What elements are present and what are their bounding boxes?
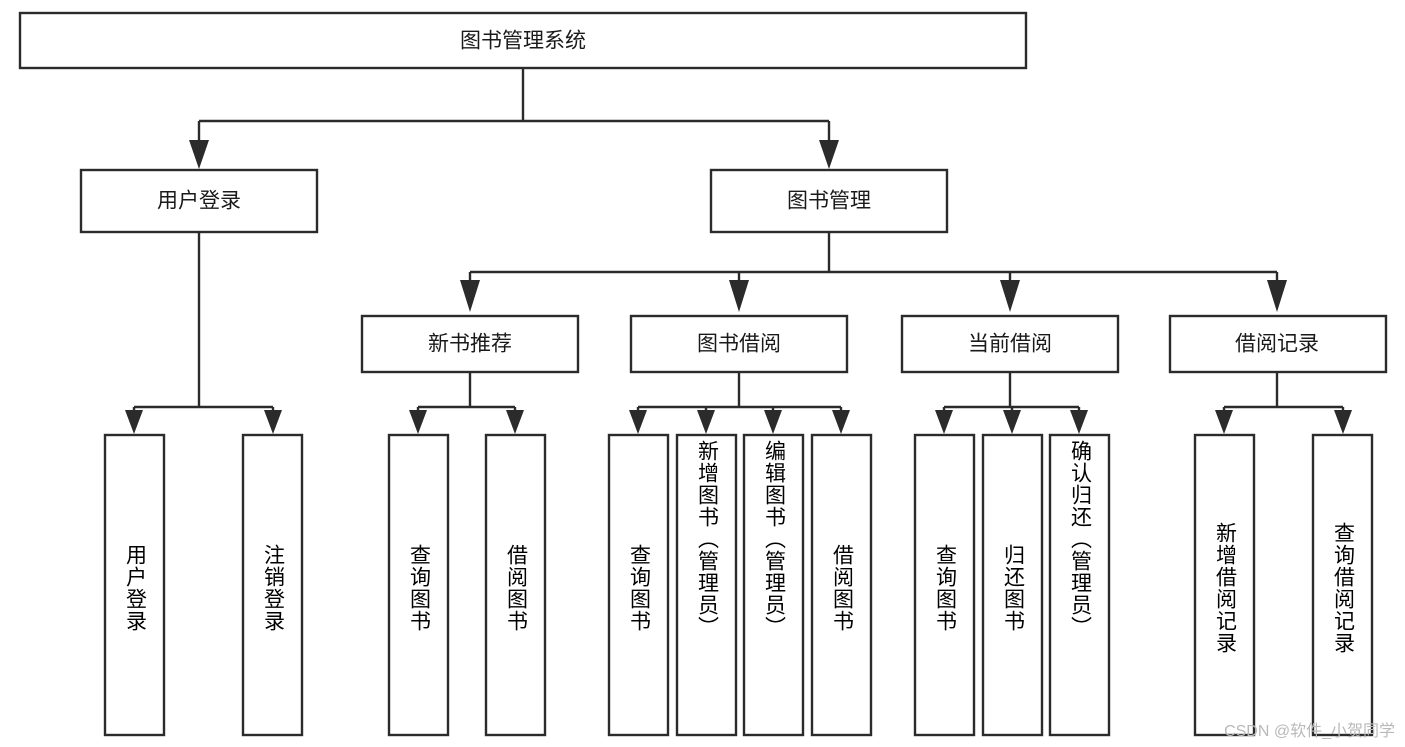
- node-user-login-box[interactable]: [79, 168, 319, 234]
- leaf-add-borrow-record-box[interactable]: [1193, 433, 1256, 737]
- leaf-node-borrow-book-a[interactable]: [484, 433, 547, 737]
- arrowhead-book-borrow: [729, 280, 749, 312]
- leaf-node-query-book-a[interactable]: [387, 433, 450, 737]
- leaf-query-book-b-label: 查询图书: [627, 543, 651, 632]
- leaf-add-book-label: 新增图书（管理员）: [695, 440, 719, 638]
- node-current-borrow-box[interactable]: [900, 314, 1120, 374]
- leaf-logout-label: 注销登录: [261, 543, 285, 632]
- node-book-manage[interactable]: 图书管理: [709, 168, 949, 234]
- arrowhead-bookborrow-leaf4: [832, 410, 850, 434]
- node-book-borrow-box[interactable]: [629, 314, 849, 374]
- node-new-book-recommend-box[interactable]: [360, 314, 580, 374]
- leaf-node-return-book[interactable]: [981, 433, 1044, 737]
- leaf-query-book-a-box[interactable]: [387, 433, 450, 737]
- leaf-query-book-c-label: 查询图书: [933, 543, 957, 632]
- leaf-edit-book-label: 编辑图书（管理员）: [762, 440, 786, 638]
- node-new-book-recommend-label: 新书推荐: [428, 333, 512, 356]
- leaf-node-query-book-c[interactable]: [913, 433, 976, 737]
- leaf-node-query-borrow-record[interactable]: [1311, 433, 1374, 737]
- arrowhead-book-manage: [819, 140, 839, 169]
- leaf-add-book-box[interactable]: [675, 433, 738, 737]
- leaf-label-wrap-logout: 注销登录: [261, 543, 285, 632]
- leaf-label-wrap-user-login: 用户登录: [123, 543, 147, 632]
- leaf-label-wrap-query-book-b: 查询图书: [627, 543, 651, 632]
- node-current-borrow-label: 当前借阅: [968, 333, 1052, 356]
- leaf-label-wrap-return-book: 归还图书: [1001, 543, 1025, 632]
- leaf-label-wrap-borrow-book-b: 借阅图书: [830, 543, 854, 632]
- arrowhead-bookborrow-leaf2: [697, 410, 715, 434]
- node-current-borrow[interactable]: 当前借阅: [900, 314, 1120, 374]
- leaf-node-logout[interactable]: [241, 433, 304, 737]
- leaf-node-add-book[interactable]: [675, 433, 738, 737]
- leaf-label-wrap-add-borrow-record: 新增借阅记录: [1213, 521, 1237, 654]
- node-borrow-record[interactable]: 借阅记录: [1168, 314, 1388, 374]
- node-root-box[interactable]: [18, 11, 1028, 70]
- leaf-label-wrap-add-book: 新增图书（管理员）: [695, 440, 719, 638]
- leaf-node-user-login[interactable]: [103, 433, 166, 737]
- leaf-user-login-box[interactable]: [103, 433, 166, 737]
- arrowhead-bookborrow-leaf1: [629, 410, 647, 434]
- leaf-return-book-label: 归还图书: [1001, 543, 1025, 632]
- connector-layer: [125, 69, 1352, 434]
- leaf-query-borrow-record-box[interactable]: [1311, 433, 1374, 737]
- leaf-edit-book-box[interactable]: [742, 433, 805, 737]
- leaf-query-book-b-box[interactable]: [607, 433, 670, 737]
- leaf-confirm-return-label: 确认归还（管理员）: [1068, 440, 1092, 638]
- arrowhead-borrowrecord-leaf2: [1334, 410, 1352, 434]
- arrowhead-current-borrow: [1000, 280, 1020, 312]
- node-user-login[interactable]: 用户登录: [79, 168, 319, 234]
- leaf-query-borrow-record-label: 查询借阅记录: [1331, 521, 1355, 654]
- leaf-query-book-c-box[interactable]: [913, 433, 976, 737]
- leaf-label-wrap-confirm-return: 确认归还（管理员）: [1068, 440, 1092, 638]
- leaf-add-borrow-record-label: 新增借阅记录: [1213, 521, 1237, 654]
- arrowhead-borrow-record: [1267, 280, 1287, 312]
- leaf-node-edit-book[interactable]: [742, 433, 805, 737]
- arrowhead-leaf-logout: [264, 410, 282, 434]
- leaf-borrow-book-a-box[interactable]: [484, 433, 547, 737]
- node-book-borrow-label: 图书借阅: [697, 333, 781, 356]
- leaf-node-borrow-book-b[interactable]: [810, 433, 873, 737]
- node-user-login-label: 用户登录: [157, 190, 241, 213]
- node-book-manage-box[interactable]: [709, 168, 949, 234]
- node-borrow-record-box[interactable]: [1168, 314, 1388, 374]
- leaf-return-book-box[interactable]: [981, 433, 1044, 737]
- leaf-label-wrap-edit-book: 编辑图书（管理员）: [762, 440, 786, 638]
- leaf-borrow-book-a-label: 借阅图书: [504, 543, 528, 632]
- node-book-manage-label: 图书管理: [787, 190, 871, 213]
- node-new-book-recommend[interactable]: 新书推荐: [360, 314, 580, 374]
- arrowhead-new-book: [460, 280, 480, 312]
- leaf-query-book-a-label: 查询图书: [407, 543, 431, 632]
- arrowhead-currentborrow-leaf2: [1003, 410, 1021, 434]
- node-borrow-record-label: 借阅记录: [1235, 333, 1319, 356]
- leaf-node-add-borrow-record[interactable]: [1193, 433, 1256, 737]
- leaf-borrow-book-b-label: 借阅图书: [830, 543, 854, 632]
- leaf-label-wrap-query-book-a: 查询图书: [407, 543, 431, 632]
- leaf-borrow-book-b-box[interactable]: [810, 433, 873, 737]
- node-root-label: 图书管理系统: [460, 30, 586, 53]
- arrowhead-newbook-leaf2: [506, 410, 524, 434]
- leaf-logout-box[interactable]: [241, 433, 304, 737]
- arrowhead-borrowrecord-leaf1: [1215, 410, 1233, 434]
- arrowhead-currentborrow-leaf3: [1070, 410, 1088, 434]
- leaf-confirm-return-box[interactable]: [1048, 433, 1111, 737]
- leaf-node-confirm-return[interactable]: [1048, 433, 1111, 737]
- leaf-node-query-book-b[interactable]: [607, 433, 670, 737]
- arrowhead-newbook-leaf1: [409, 410, 427, 434]
- arrowhead-leaf-user-login: [125, 410, 143, 434]
- arrowhead-bookborrow-leaf3: [764, 410, 782, 434]
- arrowhead-user-login: [189, 140, 209, 169]
- arrowhead-currentborrow-leaf1: [935, 410, 953, 434]
- leaf-label-wrap-query-borrow-record: 查询借阅记录: [1331, 521, 1355, 654]
- leaf-label-wrap-query-book-c: 查询图书: [933, 543, 957, 632]
- leaf-label-wrap-borrow-book-a: 借阅图书: [504, 543, 528, 632]
- leaf-user-login-label: 用户登录: [123, 543, 147, 632]
- node-book-borrow[interactable]: 图书借阅: [629, 314, 849, 374]
- node-root-system[interactable]: 图书管理系统: [18, 11, 1028, 70]
